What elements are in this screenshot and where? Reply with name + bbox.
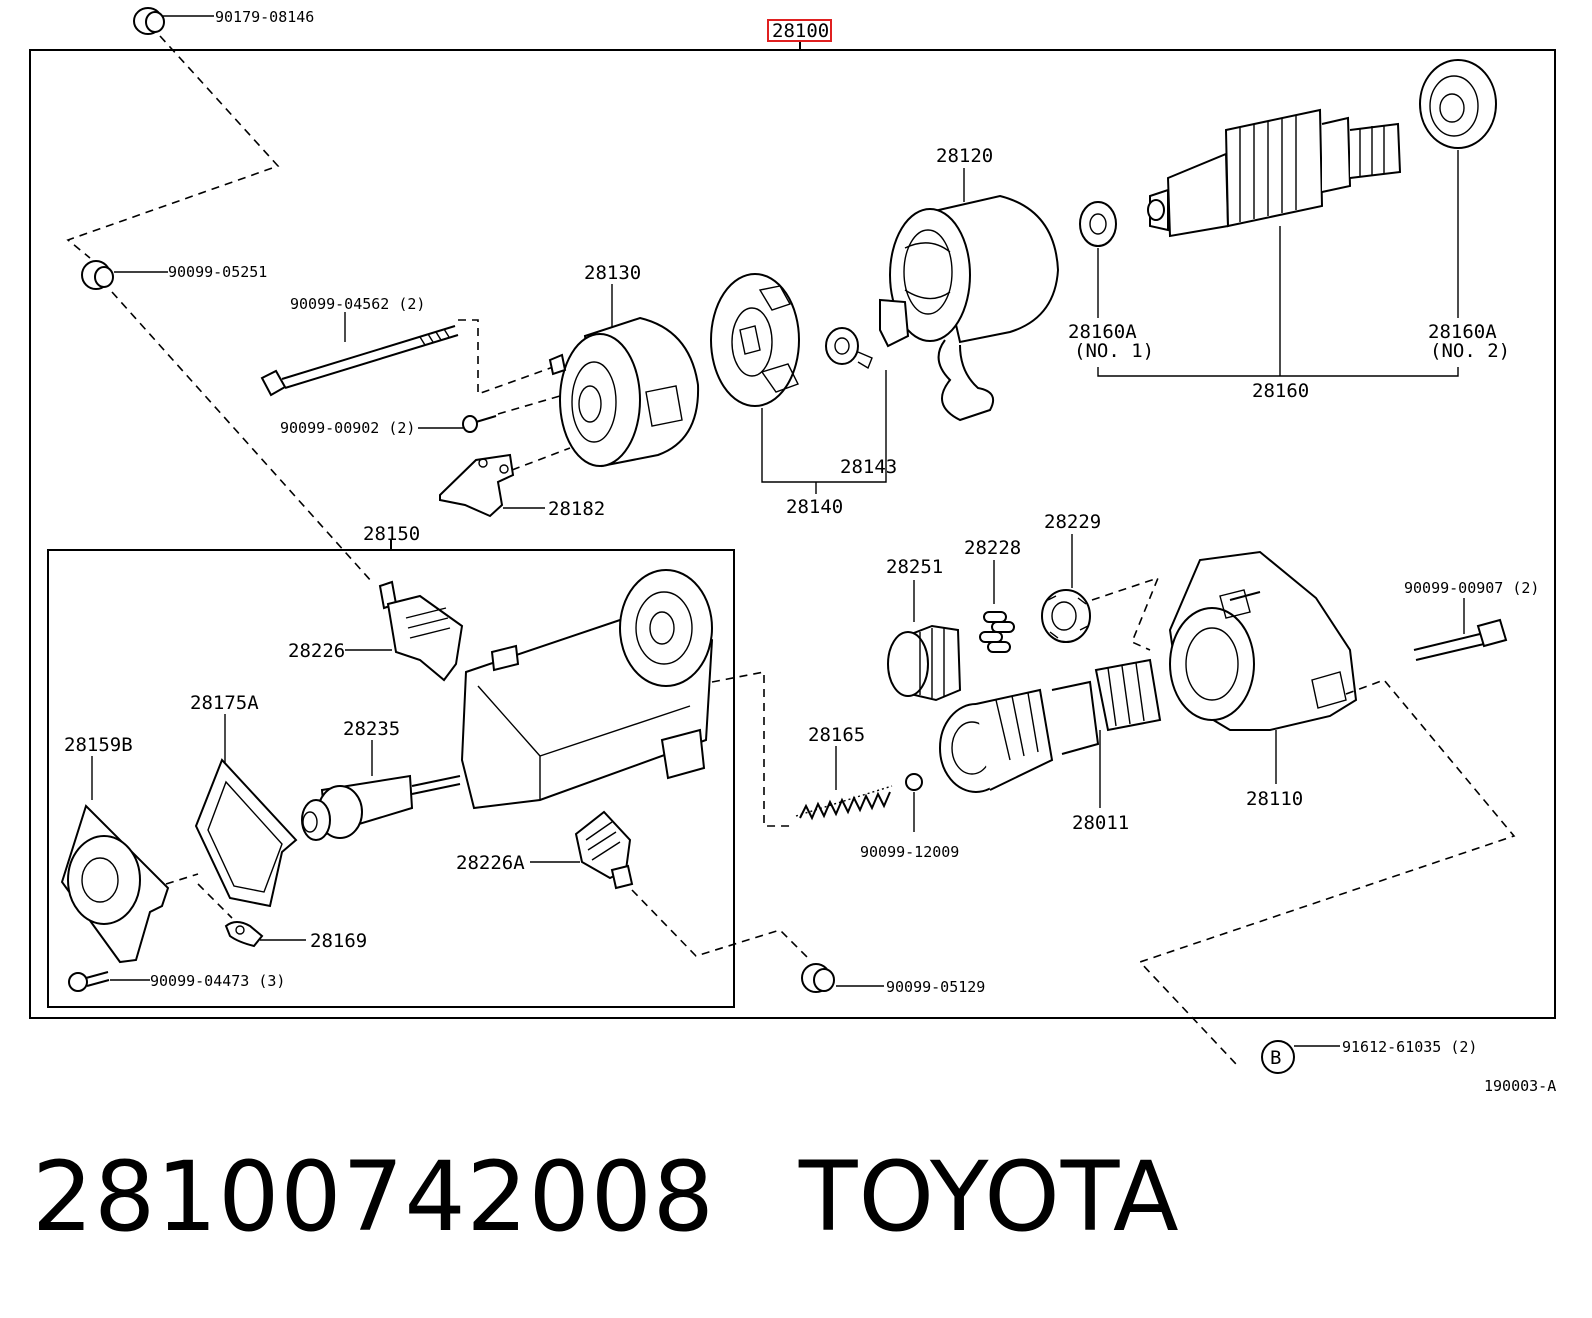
label-28110[interactable]: 28110 (1246, 788, 1303, 810)
label-28011[interactable]: 28011 (1072, 812, 1129, 834)
nut-part-90099-05129[interactable] (801, 963, 835, 993)
label-28226A[interactable]: 28226A (456, 852, 525, 874)
clip-part-28169[interactable] (224, 921, 264, 948)
starter-clutch-part[interactable] (939, 658, 1162, 793)
assembly-number-box (767, 19, 832, 42)
label-28182[interactable]: 28182 (548, 498, 605, 520)
plunger-part[interactable] (301, 774, 461, 841)
label-28143[interactable]: 28143 (840, 456, 897, 478)
label-28160A-no1-sub[interactable]: (NO. 1) (1074, 340, 1154, 362)
label-90179-08146[interactable]: 90179-08146 (215, 8, 314, 26)
roller-part-28228[interactable] (979, 611, 1015, 653)
part-caption: 28100742008 TOYOTA (32, 1132, 1572, 1262)
label-28229[interactable]: 28229 (1044, 511, 1101, 533)
bearing-part-28160A-no2[interactable] (1419, 59, 1497, 149)
starter-housing-part[interactable] (1168, 550, 1358, 731)
label-28140[interactable]: 28140 (786, 496, 843, 518)
label-28160A-no1[interactable]: 28160A (1068, 321, 1137, 343)
bearing-part-28160A-no1[interactable] (1079, 201, 1117, 247)
nut-part[interactable] (81, 260, 114, 290)
bolt-part-90099-00907[interactable] (1413, 618, 1508, 661)
assembly-frame (29, 49, 1556, 1019)
label-28226[interactable]: 28226 (288, 640, 345, 662)
label-91612-61035[interactable]: 91612-61035 (2) (1342, 1038, 1477, 1056)
retainer-part-28229[interactable] (1041, 589, 1091, 643)
label-28160[interactable]: 28160 (1252, 380, 1309, 402)
label-90099-04562[interactable]: 90099-04562 (2) (290, 295, 425, 313)
label-28228[interactable]: 28228 (964, 537, 1021, 559)
label-28175A[interactable]: 28175A (190, 692, 259, 714)
yoke-field-coil-part[interactable] (879, 194, 1060, 422)
brush-holder-part[interactable] (710, 273, 800, 407)
label-90099-00902[interactable]: 90099-00902 (2) (280, 419, 415, 437)
label-28120[interactable]: 28120 (936, 145, 993, 167)
through-bolt-part[interactable] (260, 325, 459, 397)
callout-b-letter[interactable]: B (1270, 1047, 1281, 1069)
label-90099-05251[interactable]: 90099-05251 (168, 263, 267, 281)
terminal-bolt-part-28226A[interactable] (574, 810, 634, 890)
assembly-number[interactable]: 28100 (772, 20, 829, 42)
bracket-part-28182[interactable] (439, 453, 515, 518)
callout-b-circle (1261, 1040, 1295, 1074)
nut-part[interactable] (133, 7, 165, 35)
label-28160A-no2[interactable]: 28160A (1428, 321, 1497, 343)
label-90099-00907[interactable]: 90099-00907 (2) (1404, 579, 1539, 597)
label-28251[interactable]: 28251 (886, 556, 943, 578)
diagram-reference: 190003-A (1484, 1077, 1556, 1095)
solenoid-cover-part[interactable] (60, 804, 170, 964)
label-90099-04473[interactable]: 90099-04473 (3) (150, 972, 285, 990)
armature-part[interactable] (1147, 108, 1402, 238)
idler-gear-part-28251[interactable] (887, 624, 962, 702)
caption-part-number[interactable]: 28100742008 (32, 1141, 715, 1253)
gasket-part-28175A[interactable] (194, 758, 298, 908)
label-28235[interactable]: 28235 (343, 718, 400, 740)
bolt-part-90099-04473[interactable] (68, 971, 110, 992)
label-90099-05129[interactable]: 90099-05129 (886, 978, 985, 996)
label-28159B[interactable]: 28159B (64, 734, 133, 756)
label-28165[interactable]: 28165 (808, 724, 865, 746)
label-90099-12009[interactable]: 90099-12009 (860, 843, 959, 861)
magnetic-switch-part[interactable] (460, 569, 714, 810)
caption-brand: TOYOTA (798, 1141, 1180, 1253)
label-28160A-no2-sub[interactable]: (NO. 2) (1430, 340, 1510, 362)
terminal-bolt-part-28226[interactable] (378, 580, 464, 682)
spring-part-28165[interactable] (795, 785, 893, 821)
label-28150[interactable]: 28150 (363, 523, 420, 545)
screw-part[interactable] (462, 415, 497, 433)
label-28169[interactable]: 28169 (310, 930, 367, 952)
commutator-end-frame-part[interactable] (548, 316, 700, 468)
label-28130[interactable]: 28130 (584, 262, 641, 284)
steel-ball-part[interactable] (905, 773, 923, 791)
bearing-part-28143[interactable] (825, 327, 873, 370)
